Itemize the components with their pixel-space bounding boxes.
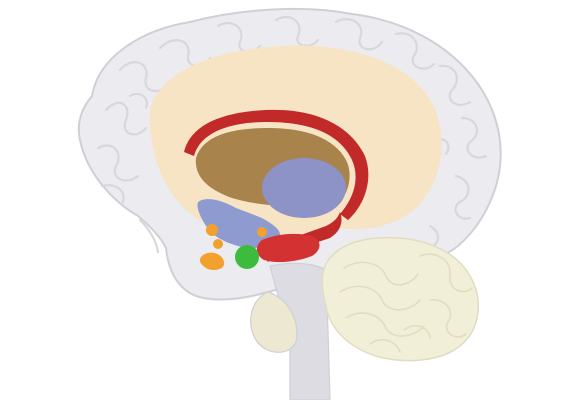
amygdala [235,245,259,269]
thalamus [262,158,346,218]
pituitary [199,252,225,270]
corpus-callosum [184,109,369,220]
mammillary-body [213,239,223,249]
brainstem [269,262,331,400]
mammillary-body [257,227,267,237]
mammillary-bodies [199,224,267,270]
cerebellum-folia [339,253,473,353]
hippocampus [256,233,320,263]
mammillary-body [206,224,218,236]
cerebellum [321,236,480,362]
pons [250,291,298,353]
